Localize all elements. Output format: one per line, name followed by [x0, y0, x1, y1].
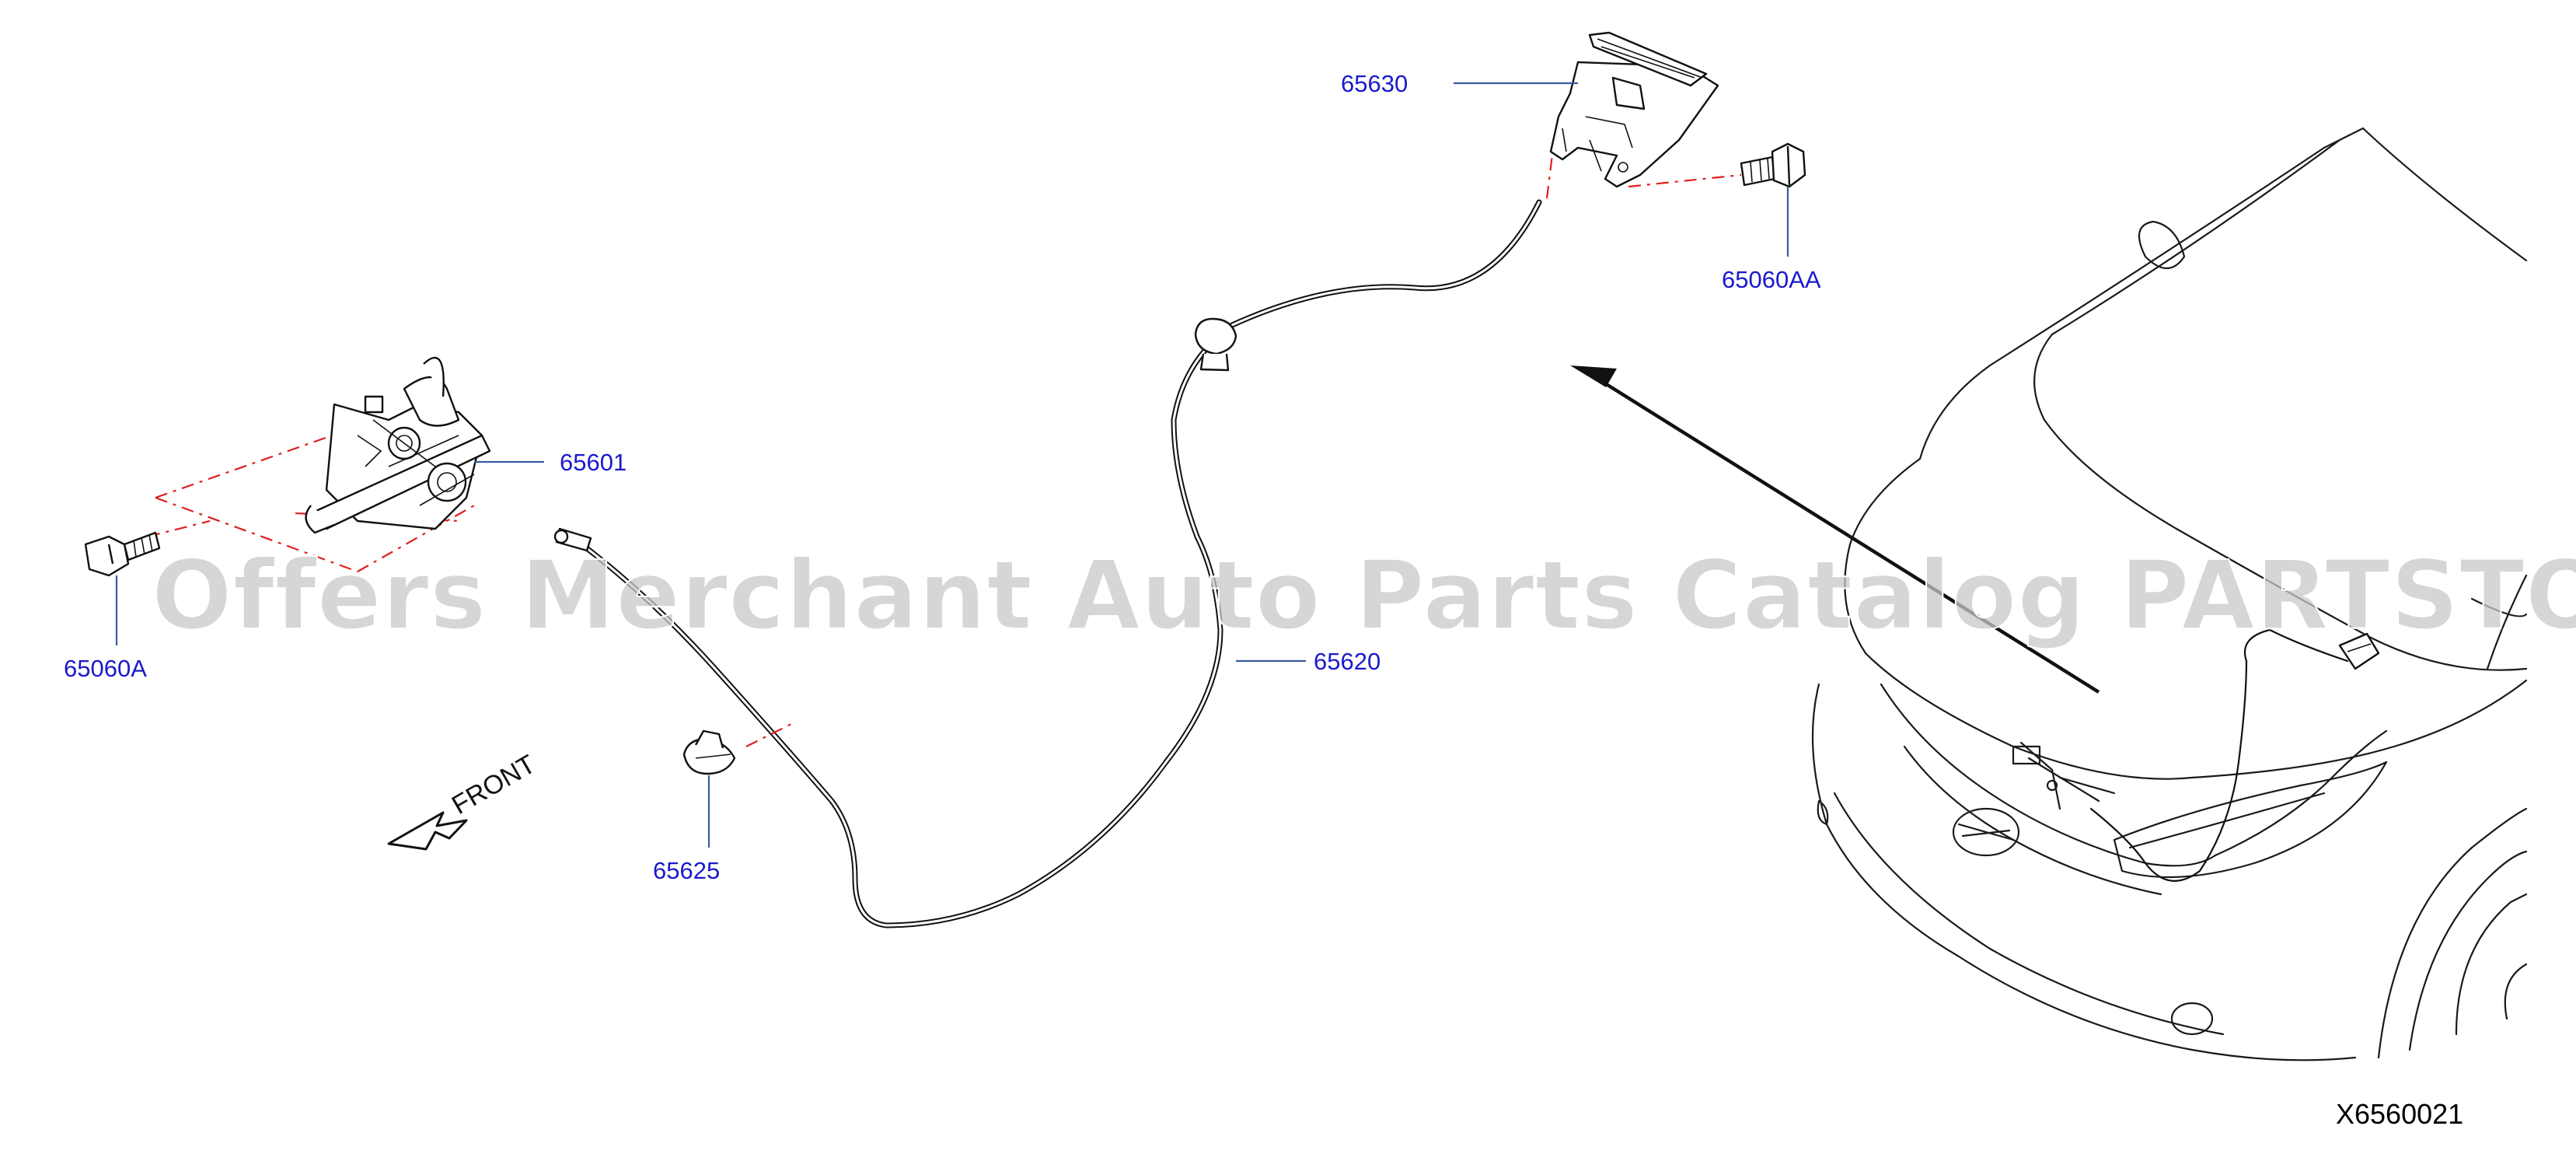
callout-65601[interactable]: 65601: [560, 449, 627, 476]
callout-65625[interactable]: 65625: [653, 857, 720, 884]
release-cable-65620: [553, 135, 1556, 928]
front-label: FRONT: [447, 749, 540, 820]
watermark-text: Offers Merchant Auto Parts Catalog PARTS…: [152, 540, 2576, 651]
bolt-65060a: [84, 519, 211, 577]
front-arrow-icon: [387, 811, 468, 851]
front-direction-indicator: FRONT: [387, 749, 540, 851]
car-front-illustration: [1570, 127, 2528, 1061]
bolt-65060aa: [1740, 142, 1806, 188]
callout-65060aa[interactable]: 65060AA: [1722, 266, 1821, 293]
release-handle-65630: [1549, 31, 1742, 188]
callout-65060a[interactable]: 65060A: [64, 655, 147, 682]
reference-code: X6560021: [2336, 1098, 2463, 1130]
hood-lock-assembly-65601: [155, 356, 491, 573]
callouts: 65630 65060AA 65601 65060A 65620 65625: [64, 70, 1821, 884]
cable-clip-65625: [682, 722, 794, 775]
callout-65630[interactable]: 65630: [1341, 70, 1408, 97]
callout-65620[interactable]: 65620: [1314, 648, 1380, 675]
